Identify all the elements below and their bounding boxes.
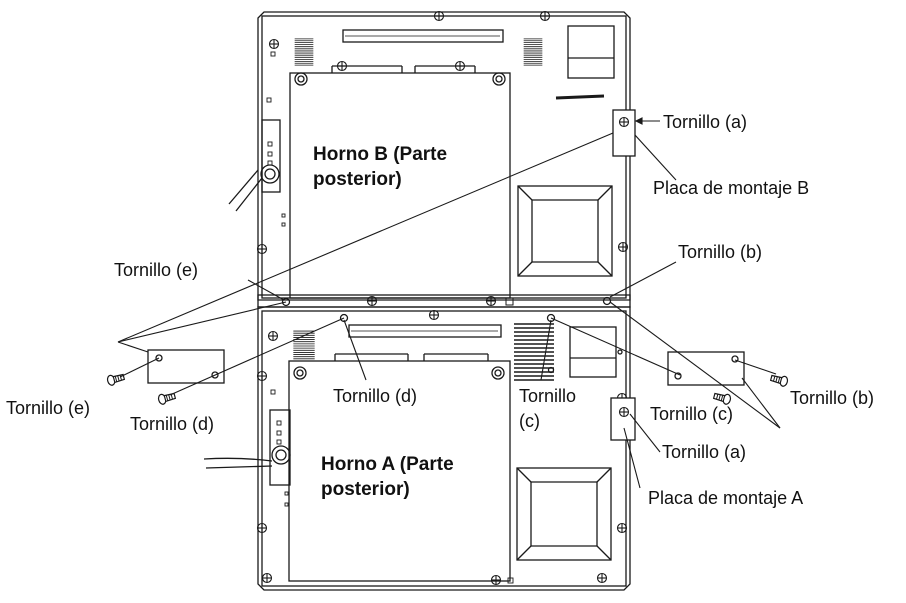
screw-a-top-icon <box>618 116 630 128</box>
label-screw-e-left: Tornillo (e) <box>6 398 90 418</box>
leader-lines <box>117 117 781 489</box>
oven-b-top-connector <box>342 29 504 43</box>
label-screw-d-left: Tornillo (d) <box>130 414 214 434</box>
label-screw-c-mid-line1: Tornillo <box>519 386 576 406</box>
label-screw-d-mid: Tornillo (d) <box>333 386 417 406</box>
mounting-plate-a <box>610 397 636 441</box>
oven-b-window <box>517 185 613 277</box>
right-side-plate <box>667 351 745 386</box>
right-side-plate-assembly <box>667 351 790 406</box>
oven-a-window <box>516 467 612 561</box>
oven-b-power-box <box>567 25 615 79</box>
label-screw-e-top: Tornillo (e) <box>114 260 198 280</box>
oven-a-outline <box>257 306 631 591</box>
oven-b-cable-port <box>261 119 281 193</box>
screw-b-bolt-icon <box>769 372 790 388</box>
oven-b-vent-left <box>293 38 315 66</box>
oven-a-power-box <box>569 326 617 378</box>
label-screw-c-right: Tornillo (c) <box>650 404 733 424</box>
oven-a-rear-panel <box>288 360 511 582</box>
oven-a <box>203 294 636 591</box>
oven-b-title-line2: posterior) <box>313 169 402 190</box>
oven-a-cable-port <box>269 409 291 486</box>
oven-a-cable <box>203 457 273 462</box>
screw-a-bottom-icon <box>618 406 630 418</box>
oven-a-top-rail <box>257 294 631 308</box>
mounting-plate-b <box>612 109 636 157</box>
screw-c-bolt-icon <box>712 390 733 406</box>
oven-a-title-line1: Horno A (Parte <box>321 454 454 475</box>
oven-b-cable <box>235 177 263 212</box>
oven-a-title-line2: posterior) <box>321 479 410 500</box>
labels: Horno B (Parte posterior) Horno A (Parte… <box>6 112 874 508</box>
oven-a-inner-frame <box>261 310 627 587</box>
oven-b-rear-panel <box>289 72 511 299</box>
label-screw-b-top: Tornillo (b) <box>678 242 762 262</box>
oven-b <box>228 10 636 301</box>
label-plate-b: Placa de montaje B <box>653 178 809 198</box>
oven-a-vent-right <box>514 323 554 381</box>
label-screw-b-right: Tornillo (b) <box>790 388 874 408</box>
label-plate-a: Placa de montaje A <box>648 488 803 508</box>
label-screw-a-top: Tornillo (a) <box>663 112 747 132</box>
label-screw-a-bottom: Tornillo (a) <box>662 442 746 462</box>
left-side-plate-assembly <box>105 349 225 406</box>
oven-b-vent-right <box>522 38 544 66</box>
label-screw-c-mid-line2: (c) <box>519 411 540 431</box>
oven-b-title-line1: Horno B (Parte <box>313 144 447 165</box>
screw-e-bolt-icon <box>105 371 126 387</box>
oven-a-top-connector <box>348 324 502 338</box>
